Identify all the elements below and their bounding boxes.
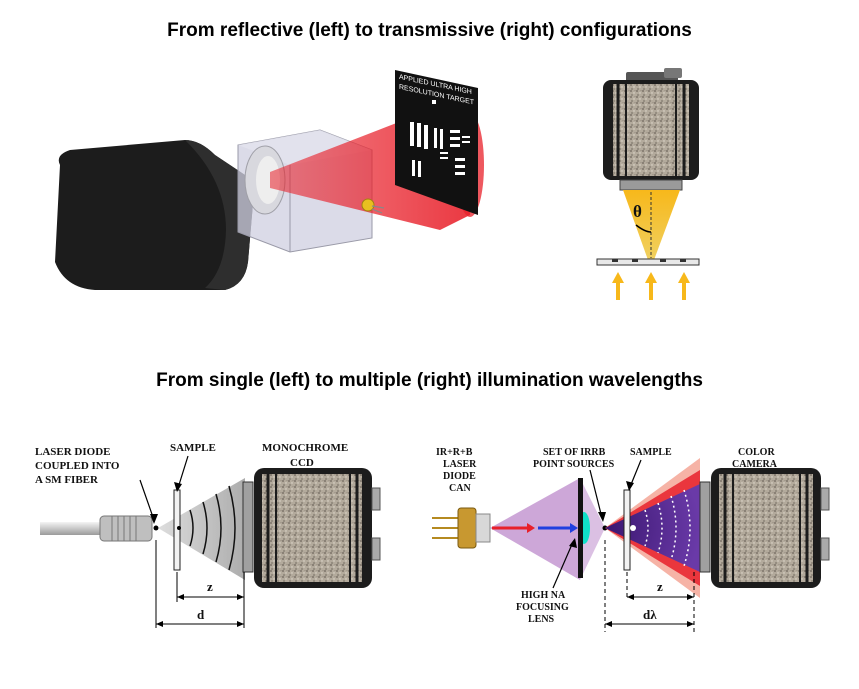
color-label: COLOR <box>738 447 775 458</box>
dimension-d-label: d <box>197 607 205 622</box>
angle-theta-label: θ <box>633 202 642 221</box>
wavefronts <box>189 485 236 571</box>
monochrome-label: MONOCHROME <box>262 442 348 454</box>
dimension-z-label-multi: z <box>657 579 663 594</box>
fiber-connector <box>99 515 153 542</box>
set-of-irrb-label: SET OF IRRB <box>543 447 606 458</box>
dimension-d-lambda-label: dλ <box>643 607 657 622</box>
high-na-label: HIGH NA <box>521 590 566 601</box>
multi-wavelength-setup: IR+R+B LASER DIODE CAN SET OF IRRB POINT… <box>432 447 830 632</box>
transmissive-setup: θ <box>596 68 700 300</box>
pinhole-screen <box>578 478 583 578</box>
colored-wavefronts <box>644 489 691 567</box>
laser-diode-can-icon <box>457 507 477 549</box>
diode-label: DIODE <box>443 471 476 482</box>
sample-plate <box>173 489 181 571</box>
sample-label: SAMPLE <box>170 442 216 454</box>
target-bars <box>410 100 470 177</box>
camera-3d-icon <box>55 140 253 290</box>
dimension-lines-multi <box>604 540 695 632</box>
laser-diode-label-2: COUPLED INTO <box>35 460 120 472</box>
sample-label-multi: SAMPLE <box>630 447 672 458</box>
focusing-label: FOCUSING <box>516 602 569 613</box>
sample-plate-multi <box>623 489 631 571</box>
purple-illumination-beam <box>490 478 580 580</box>
dimension-lines <box>155 540 245 628</box>
laser-diode-label-1: LASER DIODE <box>35 446 111 458</box>
laser-diode-label-3: A SM FIBER <box>35 474 99 486</box>
point-source <box>153 525 159 531</box>
led-source-icon <box>361 198 375 212</box>
ir-r-b-label: IR+R+B <box>436 447 473 458</box>
camera-label: CAMERA <box>732 459 778 470</box>
ccd-label: CCD <box>290 457 314 469</box>
lens-label: LENS <box>528 614 555 625</box>
gray-light-fan <box>158 478 245 580</box>
reflective-setup: APPLIED ULTRA HIGH RESOLUTION TARGET <box>55 70 484 290</box>
point-sources-label: POINT SOURCES <box>533 459 615 470</box>
illumination-arrows <box>612 272 690 300</box>
laser-label: LASER <box>443 459 477 470</box>
dimension-z-label: z <box>207 579 213 594</box>
title-single-to-multiple-wavelengths: From single (left) to multiple (right) i… <box>156 370 703 391</box>
multi-wavelength-fan <box>605 484 700 572</box>
title-reflective-to-transmissive: From reflective (left) to transmissive (… <box>167 20 692 41</box>
single-wavelength-setup: LASER DIODE COUPLED INTO A SM FIBER SAMP… <box>35 442 381 628</box>
can-label: CAN <box>449 483 471 494</box>
sample-slide <box>596 258 700 266</box>
